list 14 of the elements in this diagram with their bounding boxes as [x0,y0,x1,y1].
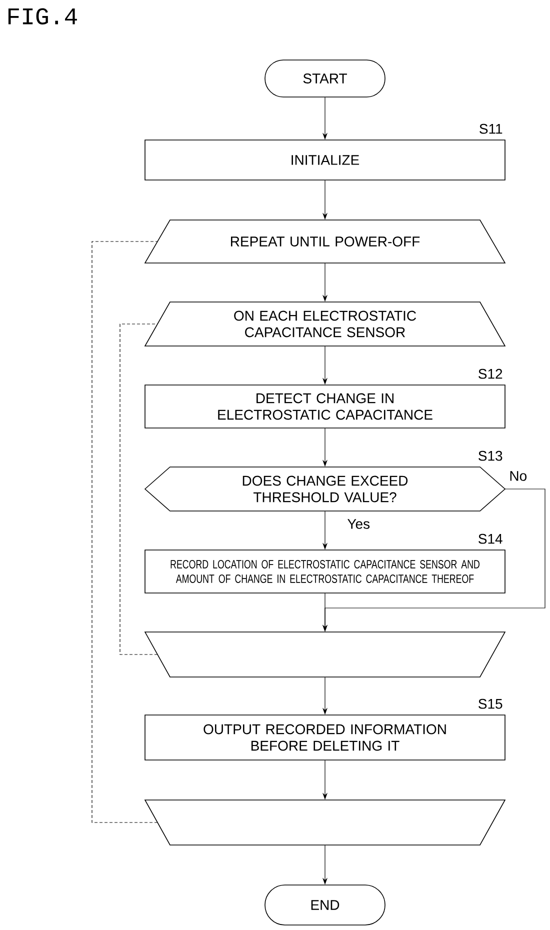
process-box: DETECT CHANGE IN ELECTROSTATIC CAPACITANCE [144,384,506,428]
step-label: S14 [478,534,502,544]
terminator: END [264,884,386,926]
figure-title: FIG.4 [8,8,77,24]
step-label: S12 [478,368,502,379]
step-label: S13 [478,450,502,461]
process-box: INITIALIZE [144,140,506,180]
terminator: START [264,60,386,98]
process-box: OUTPUT RECORDED INFORMATION BEFORE DELETING IT [144,714,506,760]
step-label: S15 [478,698,502,709]
edge-label: No [508,470,528,482]
step-label: S11 [480,124,502,134]
process-box: RECORD LOCATION OF ELECTROSTATIC CAPACITANCE SENSOR AND AMOUNT OF CHANGE IN ELECTROSTATIC CAPACITANCE THEREOF [144,550,506,594]
edge-label: Yes [346,518,372,530]
